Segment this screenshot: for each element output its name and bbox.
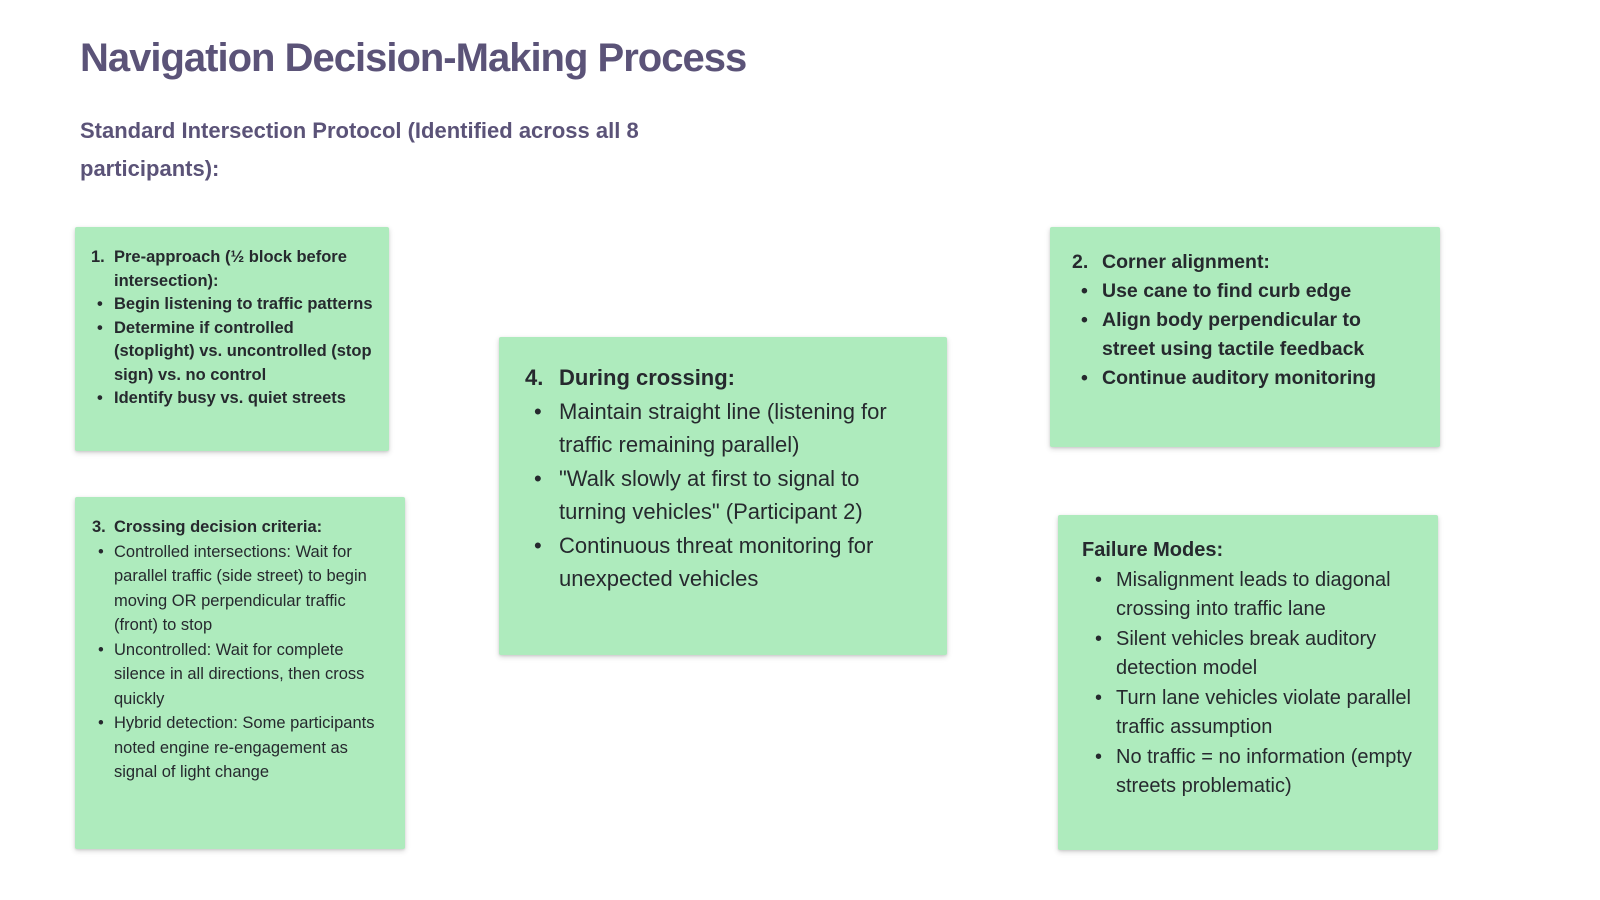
- bullet-text: Misalignment leads to diagonal crossing …: [1116, 568, 1391, 621]
- bullet-icon: •: [1081, 309, 1088, 331]
- list-number: 3.: [92, 518, 106, 536]
- bullet-icon: •: [97, 318, 103, 337]
- bullet-text: "Walk slowly at first to signal to turni…: [559, 465, 863, 525]
- bullet-icon: •: [98, 714, 104, 732]
- bullet-icon: •: [1081, 280, 1088, 302]
- bullet-item: • Uncontrolled: Wait for complete silenc…: [92, 638, 388, 712]
- bullet-text: Align body perpendicular to street using…: [1102, 309, 1365, 360]
- bullet-item: • Determine if controlled (stoplight) vs…: [91, 317, 373, 388]
- bullet-item: • Misalignment leads to diagonal crossin…: [1082, 566, 1414, 625]
- bullet-icon: •: [98, 542, 104, 561]
- bullet-text: Uncontrolled: Wait for complete silence …: [114, 640, 365, 708]
- bullet-icon: •: [534, 532, 542, 558]
- bullet-item: • Continuous threat monitoring for unexp…: [525, 529, 921, 596]
- bullet-text: Controlled intersections: Wait for paral…: [114, 542, 367, 635]
- bullet-text: Determine if controlled (stoplight) vs. …: [114, 318, 372, 384]
- bullet-icon: •: [534, 398, 542, 424]
- bullet-item: • Turn lane vehicles violate parallel tr…: [1082, 684, 1414, 743]
- page-subtitle: Standard Intersection Protocol (Identifi…: [80, 118, 639, 181]
- sticky-note-crossing-decision-criteria: 3. Crossing decision criteria: • Control…: [75, 497, 405, 849]
- sticky-note-corner-alignment: 2. Corner alignment: • Use cane to find …: [1050, 227, 1440, 447]
- note-heading: 3. Crossing decision criteria:: [92, 515, 388, 540]
- note-heading-text: Pre-approach (½ block before intersectio…: [114, 248, 347, 290]
- note-heading-text: Failure Modes:: [1082, 539, 1224, 561]
- note-heading-text: Corner alignment:: [1102, 251, 1270, 273]
- note-heading-text: During crossing:: [559, 365, 736, 390]
- bullet-item: • Identify busy vs. quiet streets: [91, 387, 373, 411]
- sticky-note-during-crossing: 4. During crossing: • Maintain straight …: [499, 337, 947, 655]
- page-title: Navigation Decision-Making Process: [80, 36, 747, 80]
- bullet-item: • Controlled intersections: Wait for par…: [92, 540, 388, 638]
- bullet-icon: •: [1095, 686, 1103, 709]
- bullet-icon: •: [98, 640, 104, 659]
- bullet-text: Continuous threat monitoring for unexpec…: [559, 532, 874, 592]
- bullet-item: • Begin listening to traffic patterns: [91, 293, 373, 317]
- bullet-text: Use cane to find curb edge: [1102, 280, 1352, 302]
- bullet-text: Begin listening to traffic patterns: [114, 295, 373, 313]
- list-number: 2.: [1072, 251, 1089, 273]
- bullet-icon: •: [1095, 627, 1103, 650]
- bullet-text: Maintain straight line (listening for tr…: [559, 398, 887, 458]
- list-number: 1.: [91, 248, 105, 266]
- bullet-icon: •: [97, 389, 103, 407]
- bullet-text: Turn lane vehicles violate parallel traf…: [1116, 686, 1411, 739]
- bullet-item: • Use cane to find curb edge: [1072, 277, 1418, 306]
- bullet-icon: •: [1095, 745, 1103, 768]
- bullet-icon: •: [97, 295, 103, 313]
- bullet-text: Silent vehicles break auditory detection…: [1116, 627, 1377, 680]
- note-heading: 4. During crossing:: [525, 361, 921, 395]
- sticky-note-failure-modes: Failure Modes: • Misalignment leads to d…: [1058, 515, 1438, 850]
- bullet-item: • Continue auditory monitoring: [1072, 364, 1418, 393]
- bullet-item: • Align body perpendicular to street usi…: [1072, 306, 1418, 364]
- bullet-icon: •: [1081, 367, 1088, 389]
- bullet-item: • Silent vehicles break auditory detecti…: [1082, 625, 1414, 684]
- note-heading: 1. Pre-approach (½ block before intersec…: [91, 246, 373, 293]
- bullet-text: Hybrid detection: Some participants note…: [114, 714, 375, 781]
- list-number: 4.: [525, 365, 544, 390]
- bullet-text: Identify busy vs. quiet streets: [114, 389, 346, 407]
- bullet-text: Continue auditory monitoring: [1102, 367, 1377, 389]
- bullet-item: • "Walk slowly at first to signal to tur…: [525, 462, 921, 529]
- bullet-item: • Hybrid detection: Some participants no…: [92, 711, 388, 785]
- bullet-icon: •: [534, 465, 542, 491]
- bullet-item: • No traffic = no information (empty str…: [1082, 743, 1414, 802]
- bullet-text: No traffic = no information (empty stree…: [1116, 745, 1412, 798]
- bullet-item: • Maintain straight line (listening for …: [525, 395, 921, 462]
- bullet-icon: •: [1095, 568, 1103, 591]
- sticky-note-pre-approach: 1. Pre-approach (½ block before intersec…: [75, 227, 389, 451]
- note-heading: 2. Corner alignment:: [1072, 248, 1418, 277]
- note-heading-text: Crossing decision criteria:: [114, 518, 323, 536]
